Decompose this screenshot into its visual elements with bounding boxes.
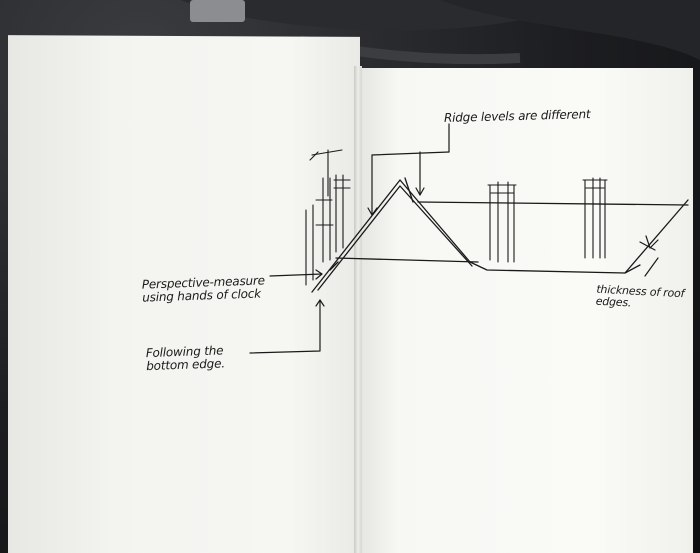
thickness-annotation: thickness of roof edges. [595,282,685,310]
roof-outline [311,177,689,293]
sketchbook-right-page [358,68,693,553]
following-annotation: Following the bottom edge. [145,343,226,373]
left-chimneys [305,149,351,286]
right-chimneys [487,177,608,263]
annotation-leaders [249,123,659,354]
perspective-annotation: Perspective-measure using hands of clock [141,273,266,305]
sketchbook-spine [354,66,362,553]
